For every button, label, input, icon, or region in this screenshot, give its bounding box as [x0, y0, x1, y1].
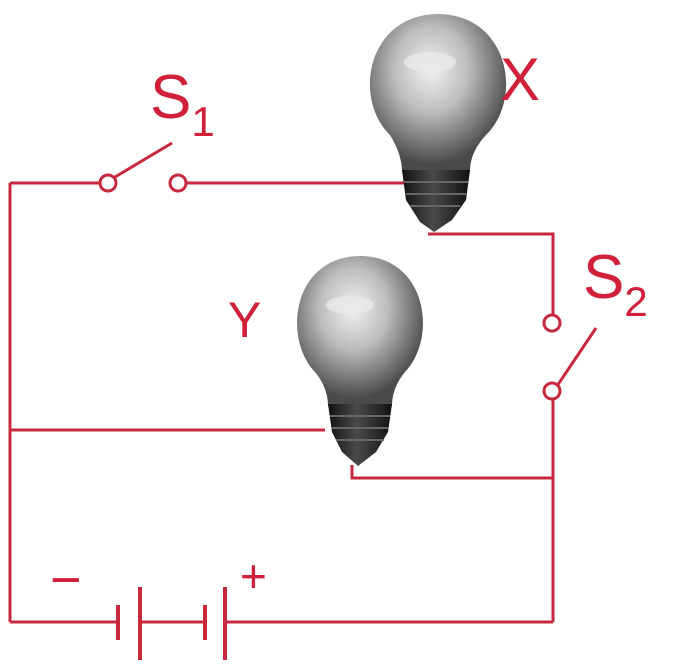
bulb-x-label: X	[500, 46, 540, 113]
switch-s2-terminal-bottom	[542, 381, 562, 401]
wire-y-to-right	[350, 465, 553, 480]
bulb-y-base	[328, 404, 392, 466]
switch-s1-terminal-left	[98, 173, 118, 193]
wire-x-to-right	[428, 232, 555, 318]
bulb-x-icon	[369, 14, 507, 232]
switch-s2-lever	[555, 327, 598, 387]
switch-s1[interactable]	[98, 141, 188, 193]
bulb-y-icon	[297, 256, 423, 466]
switch-s1-terminal-right	[168, 173, 188, 193]
battery-positive-label: +	[240, 550, 267, 602]
battery-negative-label: −	[50, 550, 82, 610]
bulb-y-glass	[297, 256, 423, 406]
switch-s1-label: S1	[150, 63, 215, 145]
switch-s2-label: S2	[583, 243, 648, 325]
switch-s2-terminal-top	[542, 313, 562, 333]
bulb-y-label: Y	[228, 292, 261, 348]
bulb-x-highlight	[404, 52, 456, 72]
bulb-x-threads	[404, 181, 468, 207]
bulb-x-glass	[369, 14, 507, 172]
battery	[116, 587, 227, 660]
switch-s1-lever	[109, 141, 173, 182]
bulb-y-highlight	[326, 296, 374, 314]
switch-s2[interactable]	[542, 313, 598, 401]
bulb-y-threads	[330, 415, 390, 441]
wires	[8, 181, 555, 624]
bulb-x-base	[402, 170, 470, 232]
